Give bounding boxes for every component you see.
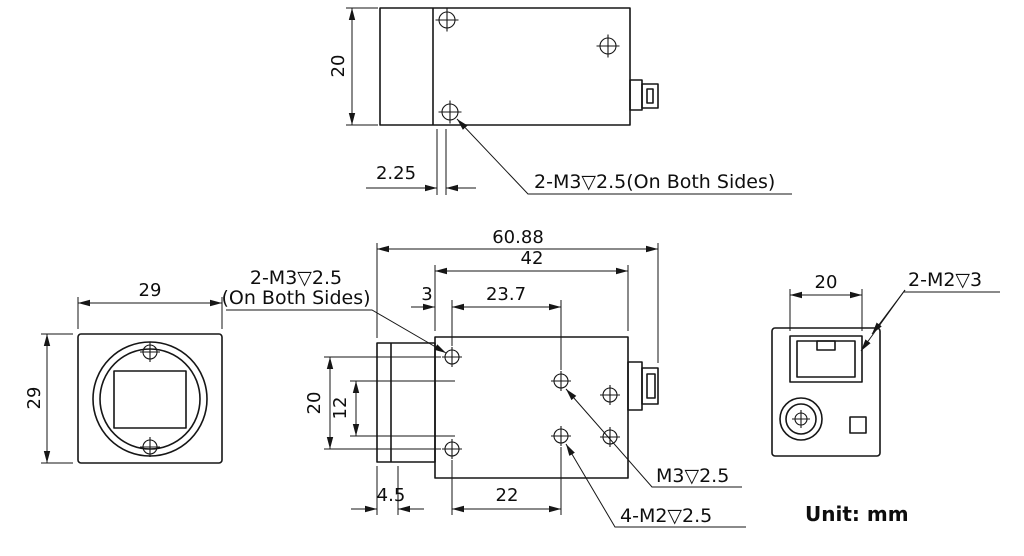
- dim-hole-pitch-20: 20: [304, 356, 441, 450]
- top-view-body-outline: [379, 7, 631, 126]
- dim-label-body-length: 42: [521, 248, 544, 269]
- callout-label-top-side-holes: 2-M3▽2.5(On Both Sides): [534, 171, 775, 193]
- dim-front-offset: 3: [411, 284, 435, 311]
- dim-hole-pitch-22: 22: [451, 447, 562, 515]
- side-view: 60.88 42 3 23.7 20 12: [221, 227, 746, 528]
- dim-label-connector-width: 20: [815, 272, 838, 293]
- top-view-connector: [629, 79, 659, 111]
- front-view-body-outline: [77, 333, 223, 464]
- screw-hole-symbol: [551, 426, 571, 446]
- front-view: 29 29: [24, 280, 223, 464]
- dim-label-top-height: 20: [328, 55, 349, 78]
- dim-connector-width: 20: [789, 272, 863, 331]
- dim-label-hole-pitch-20: 20: [304, 392, 325, 415]
- screw-hole-symbol: [140, 437, 160, 457]
- screw-hole-symbol: [435, 8, 459, 32]
- dim-overall-length: 60.88: [376, 227, 659, 363]
- screw-hole-symbol: [551, 371, 571, 391]
- sensor-window: [113, 370, 187, 429]
- dim-label-front-offset: 3: [421, 284, 432, 305]
- thumb-screw: [779, 397, 823, 441]
- status-led-window: [849, 416, 867, 434]
- dim-label-front-width: 29: [139, 280, 162, 301]
- screw-hole-symbol: [596, 34, 620, 58]
- dim-front-width: 29: [77, 280, 223, 329]
- unit-note: Unit: mm: [805, 502, 909, 526]
- dim-front-height: 29: [24, 333, 73, 464]
- screw-hole-symbol: [442, 347, 462, 367]
- callout-label-tripod-hole: M3▽2.5: [656, 465, 729, 487]
- callout-top-side-holes: 2-M3▽2.5(On Both Sides): [456, 118, 792, 195]
- lens-barrel: [376, 342, 436, 463]
- dim-label-hole-offset: 2.25: [376, 163, 416, 184]
- callout-side-holes: 2-M3▽2.5 (On Both Sides): [221, 267, 447, 354]
- screw-hole-symbol: [600, 385, 620, 405]
- back-view-body-outline: [771, 327, 881, 457]
- dim-label-front-height: 29: [24, 387, 45, 410]
- dim-hole-span: 23.7: [451, 284, 562, 370]
- top-view: 20 2.25 2-M3▽2.5(On Both Sides): [328, 7, 792, 195]
- lens-mount-inner-circle: [99, 348, 201, 450]
- callout-label-bottom-holes: 4-M2▽2.5: [620, 505, 712, 527]
- dim-body-length: 42: [434, 248, 629, 331]
- screw-hole-symbol: [140, 342, 160, 362]
- side-view-connector: [627, 361, 659, 411]
- screw-hole-symbol: [438, 100, 462, 124]
- screw-hole-symbol: [600, 427, 620, 447]
- callout-label-side-holes-line1: 2-M3▽2.5: [250, 267, 342, 289]
- dim-lens-step: 4.5: [351, 466, 424, 515]
- dim-label-overall-length: 60.88: [492, 227, 544, 248]
- callout-label-rear-holes: 2-M2▽3: [908, 269, 982, 291]
- callout-rear-holes: 2-M2▽3: [860, 269, 1000, 352]
- back-view: 20 2-M2▽3: [771, 269, 1000, 457]
- callout-label-side-holes-line2: (On Both Sides): [221, 287, 370, 309]
- dim-label-hole-pitch-12: 12: [330, 397, 351, 420]
- dim-label-lens-step: 4.5: [377, 485, 406, 506]
- callout-bottom-holes: 4-M2▽2.5: [565, 443, 746, 528]
- screw-hole-symbol: [442, 439, 462, 459]
- dim-top-hole-offset: 2.25: [366, 129, 476, 195]
- ethernet-jack: [789, 335, 863, 383]
- screw-hole-symbol: [792, 410, 810, 428]
- side-view-body-outline: [434, 336, 629, 479]
- dim-top-height: 20: [328, 7, 378, 126]
- dim-label-hole-pitch-22: 22: [496, 485, 519, 506]
- dim-label-hole-span: 23.7: [486, 284, 526, 305]
- callout-tripod-hole: M3▽2.5: [565, 388, 742, 488]
- dim-hole-pitch-12: 12: [330, 380, 455, 437]
